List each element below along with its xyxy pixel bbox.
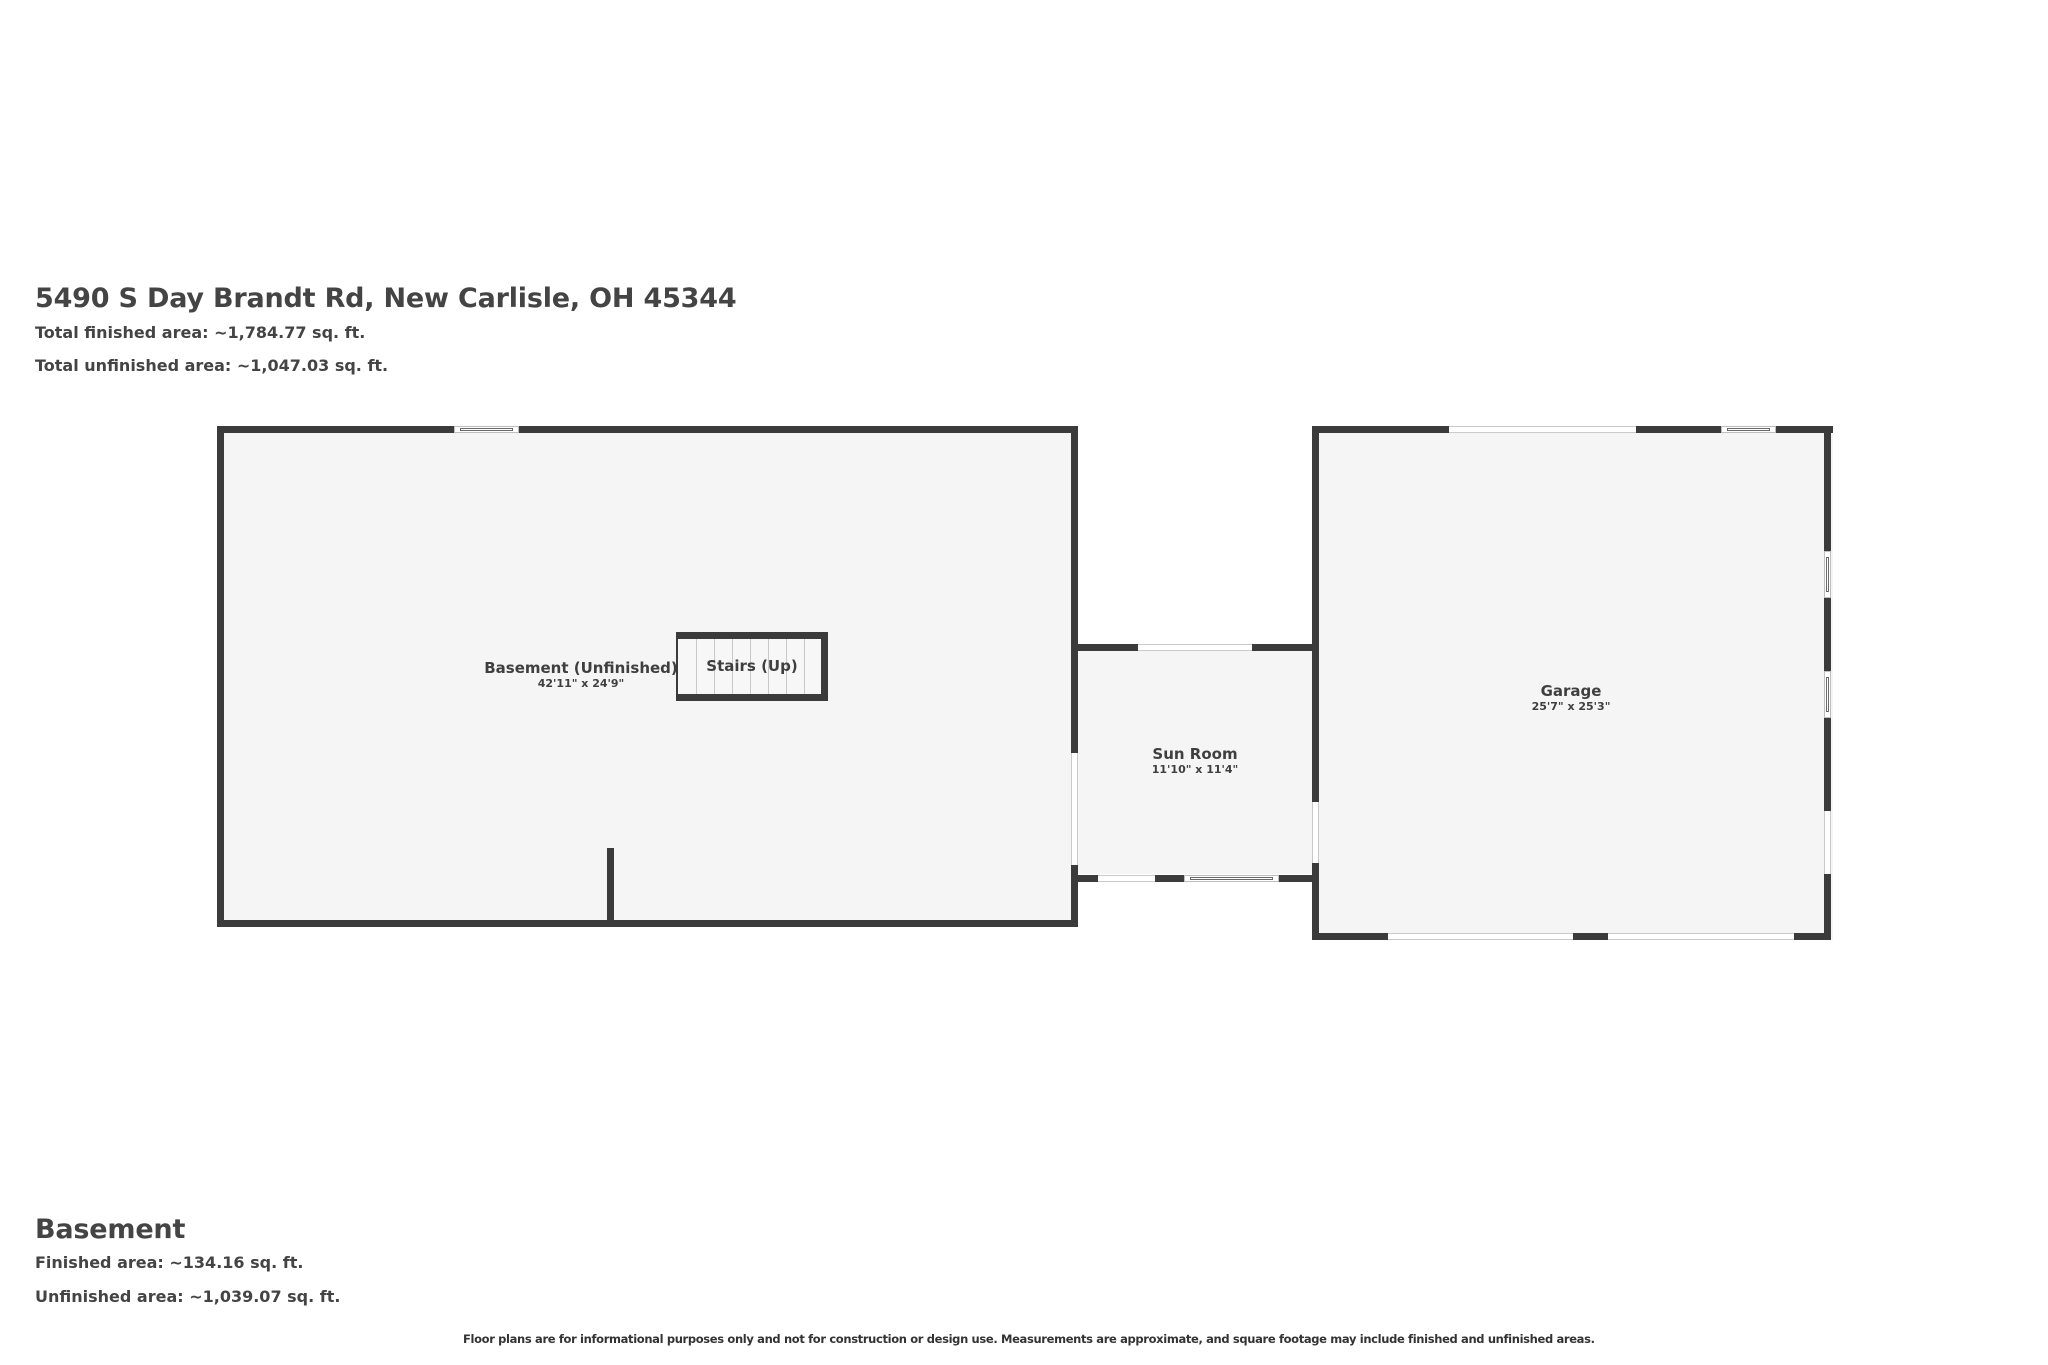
sun-room-opening-top bbox=[1138, 644, 1252, 651]
sun-room-name: Sun Room bbox=[1152, 745, 1238, 763]
sun-room-dims: 11'10" x 11'4" bbox=[1151, 763, 1239, 776]
garage-wall-bottom-b bbox=[1573, 933, 1608, 940]
stairs bbox=[676, 632, 828, 701]
floor-finished-area: Finished area: ~134.16 sq. ft. bbox=[35, 1253, 304, 1272]
garage-door-left bbox=[1312, 802, 1319, 863]
sun-room-door-bottom bbox=[1098, 875, 1155, 882]
basement-door-opening bbox=[1071, 753, 1078, 865]
basement-wall-top bbox=[217, 426, 1078, 433]
basement-label: Basement (Unfinished) 42'11" x 24'9" bbox=[484, 659, 678, 691]
sun-room-floor bbox=[1078, 651, 1312, 874]
garage-wall-bottom-c bbox=[1794, 933, 1831, 940]
sun-room-wall-top-right bbox=[1252, 644, 1319, 651]
property-address: 5490 S Day Brandt Rd, New Carlisle, OH 4… bbox=[35, 283, 737, 314]
sun-room-label: Sun Room 11'10" x 11'4" bbox=[1152, 745, 1239, 777]
stairs-label: Stairs (Up) bbox=[706, 657, 797, 675]
floor-unfinished-area: Unfinished area: ~1,039.07 sq. ft. bbox=[35, 1287, 341, 1306]
basement-room-name: Basement (Unfinished) bbox=[484, 659, 678, 677]
disclaimer: Floor plans are for informational purpos… bbox=[463, 1332, 1595, 1346]
garage-floor bbox=[1312, 426, 1833, 940]
total-finished-area: Total finished area: ~1,784.77 sq. ft. bbox=[35, 323, 366, 342]
garage-wall-right-d bbox=[1824, 874, 1831, 940]
basement-window-top bbox=[454, 426, 519, 433]
basement-floor bbox=[217, 426, 1078, 927]
garage-wall-top-c bbox=[1776, 426, 1833, 433]
floor-title: Basement bbox=[35, 1214, 186, 1245]
garage-wall-right-c bbox=[1824, 718, 1831, 811]
garage-dims: 25'7" x 25'3" bbox=[1531, 700, 1611, 713]
garage-name: Garage bbox=[1540, 682, 1602, 700]
sun-room-wall-bottom-b bbox=[1155, 875, 1184, 882]
garage-wall-bottom-a bbox=[1312, 933, 1388, 940]
garage-wall-top-a bbox=[1312, 426, 1449, 433]
stairs-name: Stairs (Up) bbox=[706, 657, 798, 675]
sun-room-wall-bottom-c bbox=[1279, 875, 1319, 882]
garage-window-top bbox=[1721, 426, 1776, 433]
total-unfinished-area: Total unfinished area: ~1,047.03 sq. ft. bbox=[35, 356, 389, 375]
sun-room-wall-top-left bbox=[1071, 644, 1138, 651]
basement-wall-right-lower bbox=[1071, 865, 1078, 927]
basement-partition-stub bbox=[607, 848, 614, 927]
garage-door-right bbox=[1824, 811, 1831, 874]
basement-wall-left bbox=[217, 426, 224, 927]
garage-overhead-door-2 bbox=[1608, 933, 1794, 940]
garage-wall-right-b bbox=[1824, 598, 1831, 671]
sun-room-wall-bottom-a bbox=[1071, 875, 1098, 882]
sun-room-window-bottom bbox=[1184, 875, 1279, 882]
garage-opening-top bbox=[1449, 426, 1636, 433]
garage-wall-right-a bbox=[1824, 426, 1831, 551]
garage-wall-top-b bbox=[1636, 426, 1721, 433]
basement-room-dims: 42'11" x 24'9" bbox=[537, 677, 625, 690]
garage-wall-left-upper bbox=[1312, 426, 1319, 802]
basement-wall-right-upper bbox=[1071, 426, 1078, 753]
basement-wall-bottom bbox=[217, 920, 1078, 927]
garage-label: Garage 25'7" x 25'3" bbox=[1532, 682, 1611, 714]
garage-window-right-1 bbox=[1824, 551, 1831, 598]
garage-wall-left-lower bbox=[1312, 863, 1319, 940]
garage-overhead-door-1 bbox=[1388, 933, 1573, 940]
garage-window-right-2 bbox=[1824, 671, 1831, 718]
